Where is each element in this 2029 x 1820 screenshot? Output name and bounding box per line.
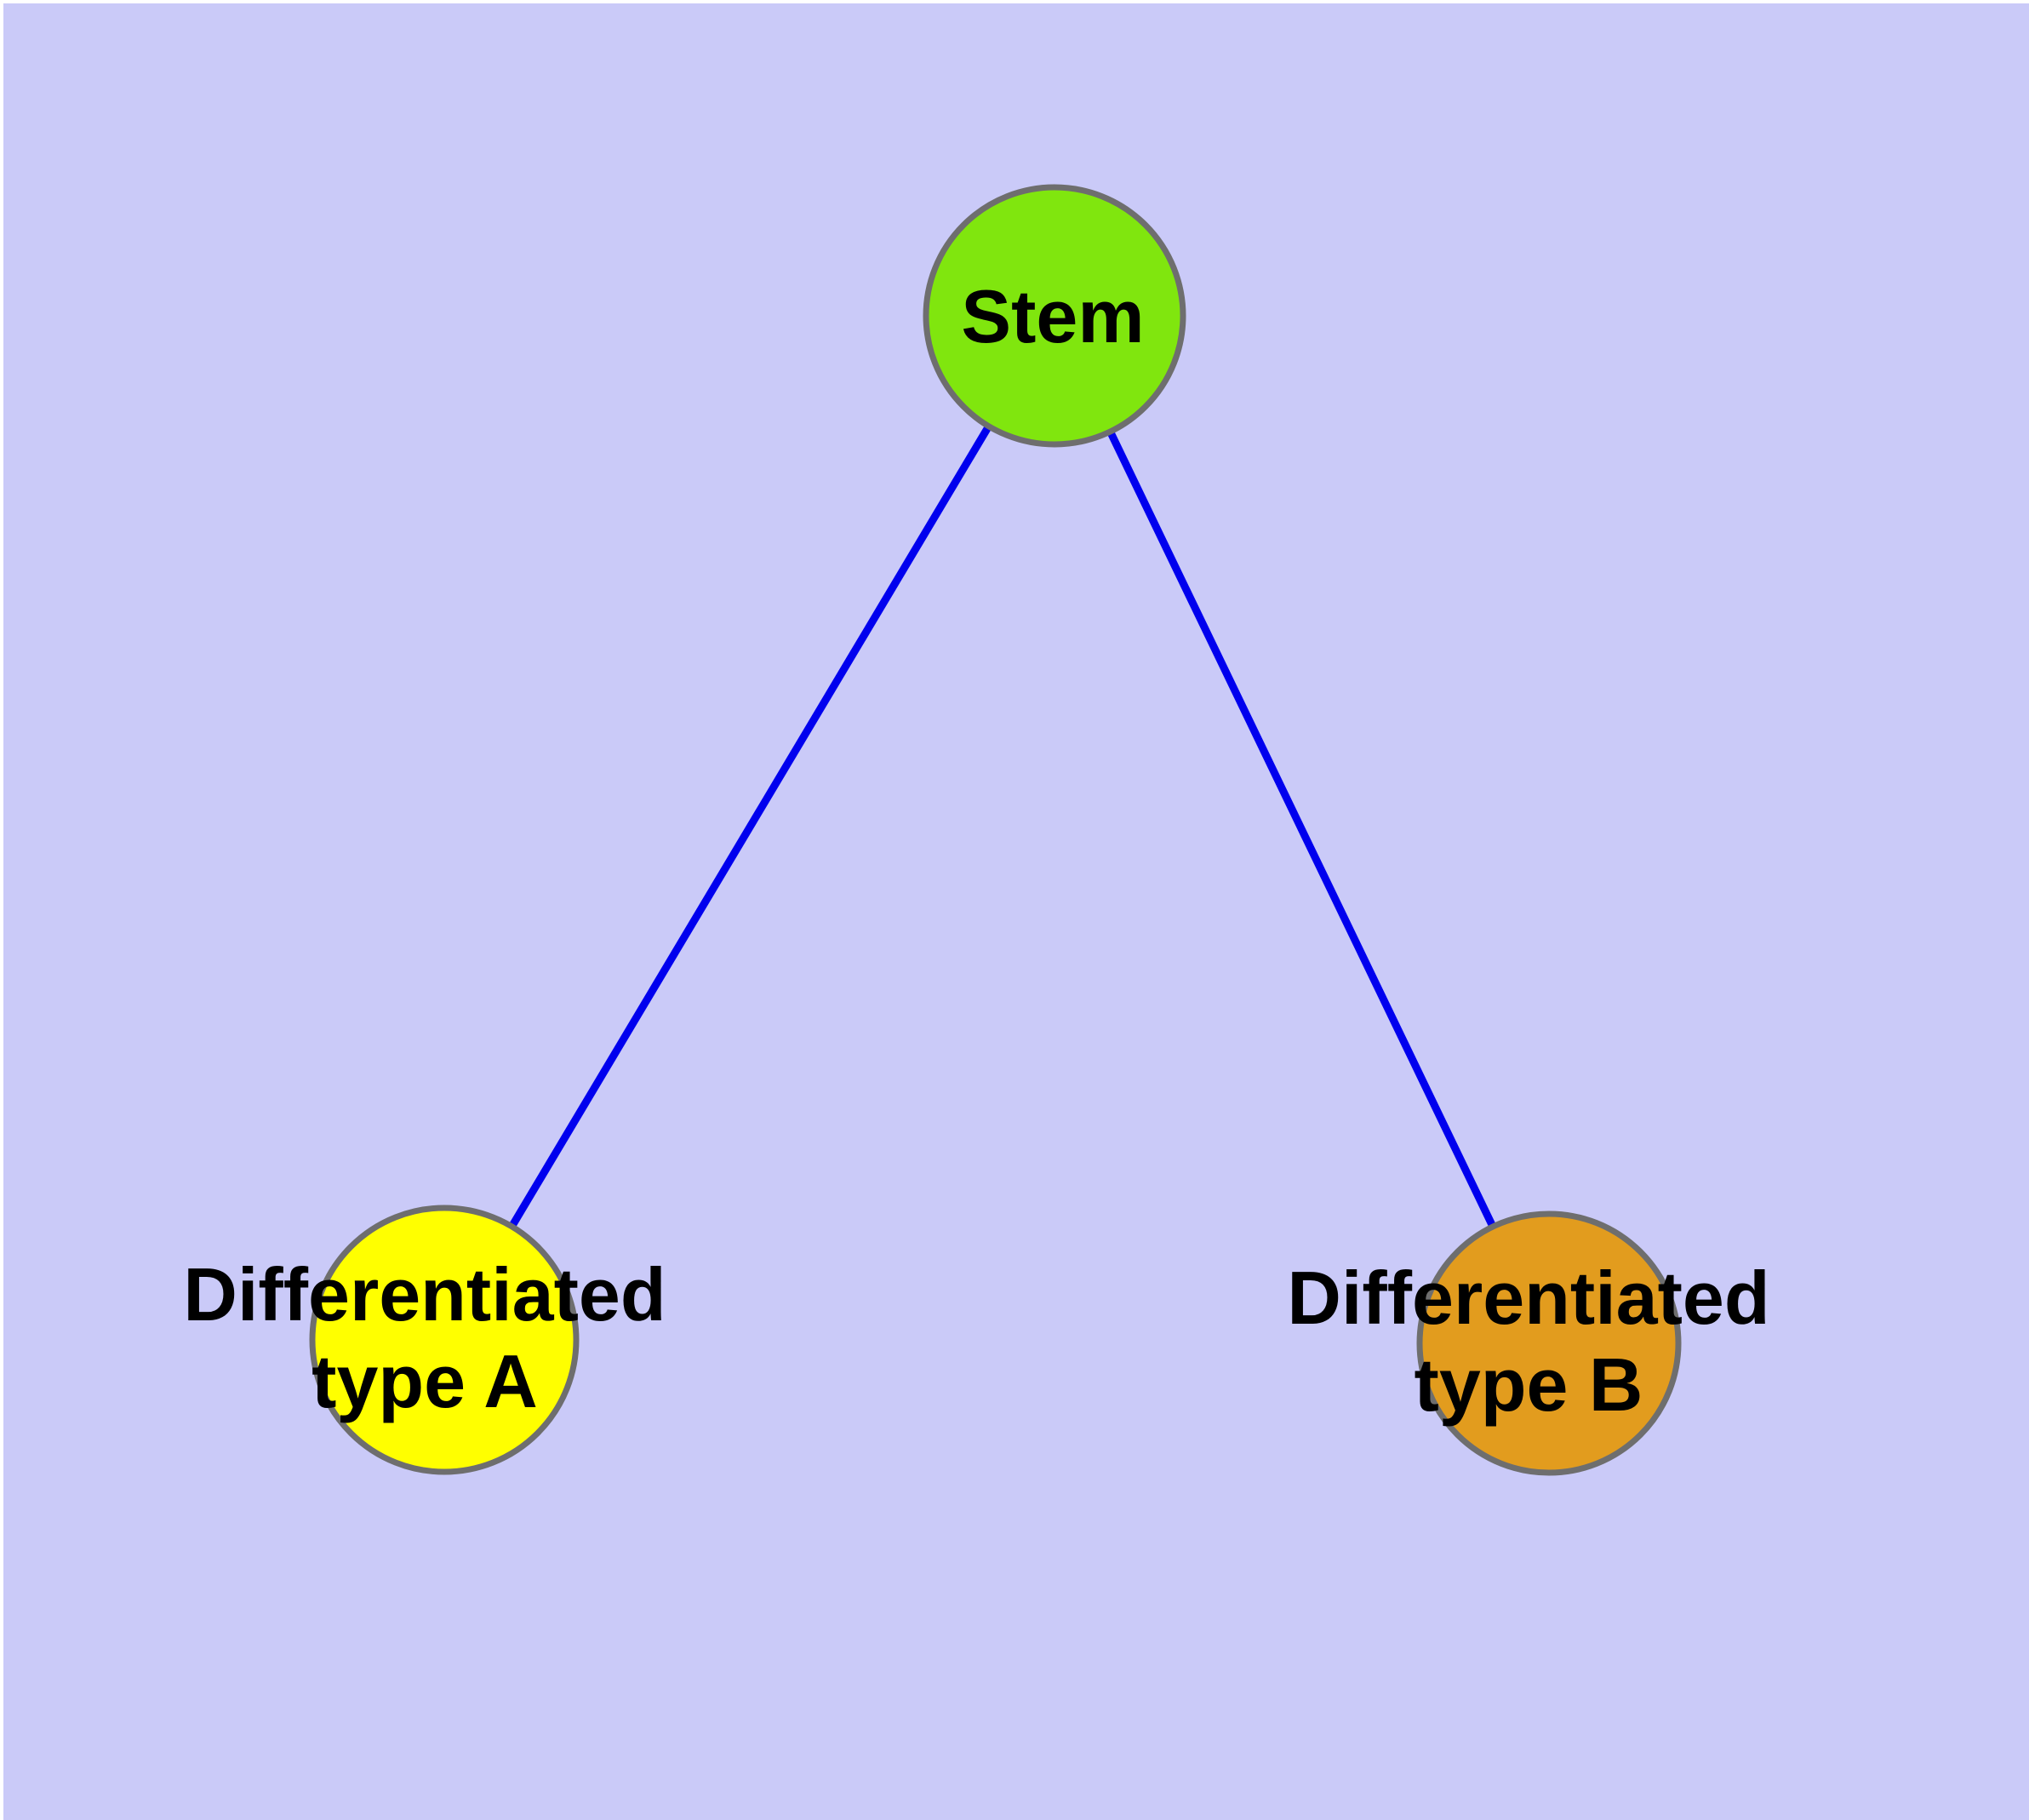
edge-stem-to-type-a [441, 313, 1058, 1342]
node-stem-circle [923, 184, 1186, 448]
edge-stem-to-type-b [1050, 314, 1553, 1345]
node-type-b-circle [1416, 1210, 1682, 1476]
node-type-a-circle [309, 1205, 580, 1475]
